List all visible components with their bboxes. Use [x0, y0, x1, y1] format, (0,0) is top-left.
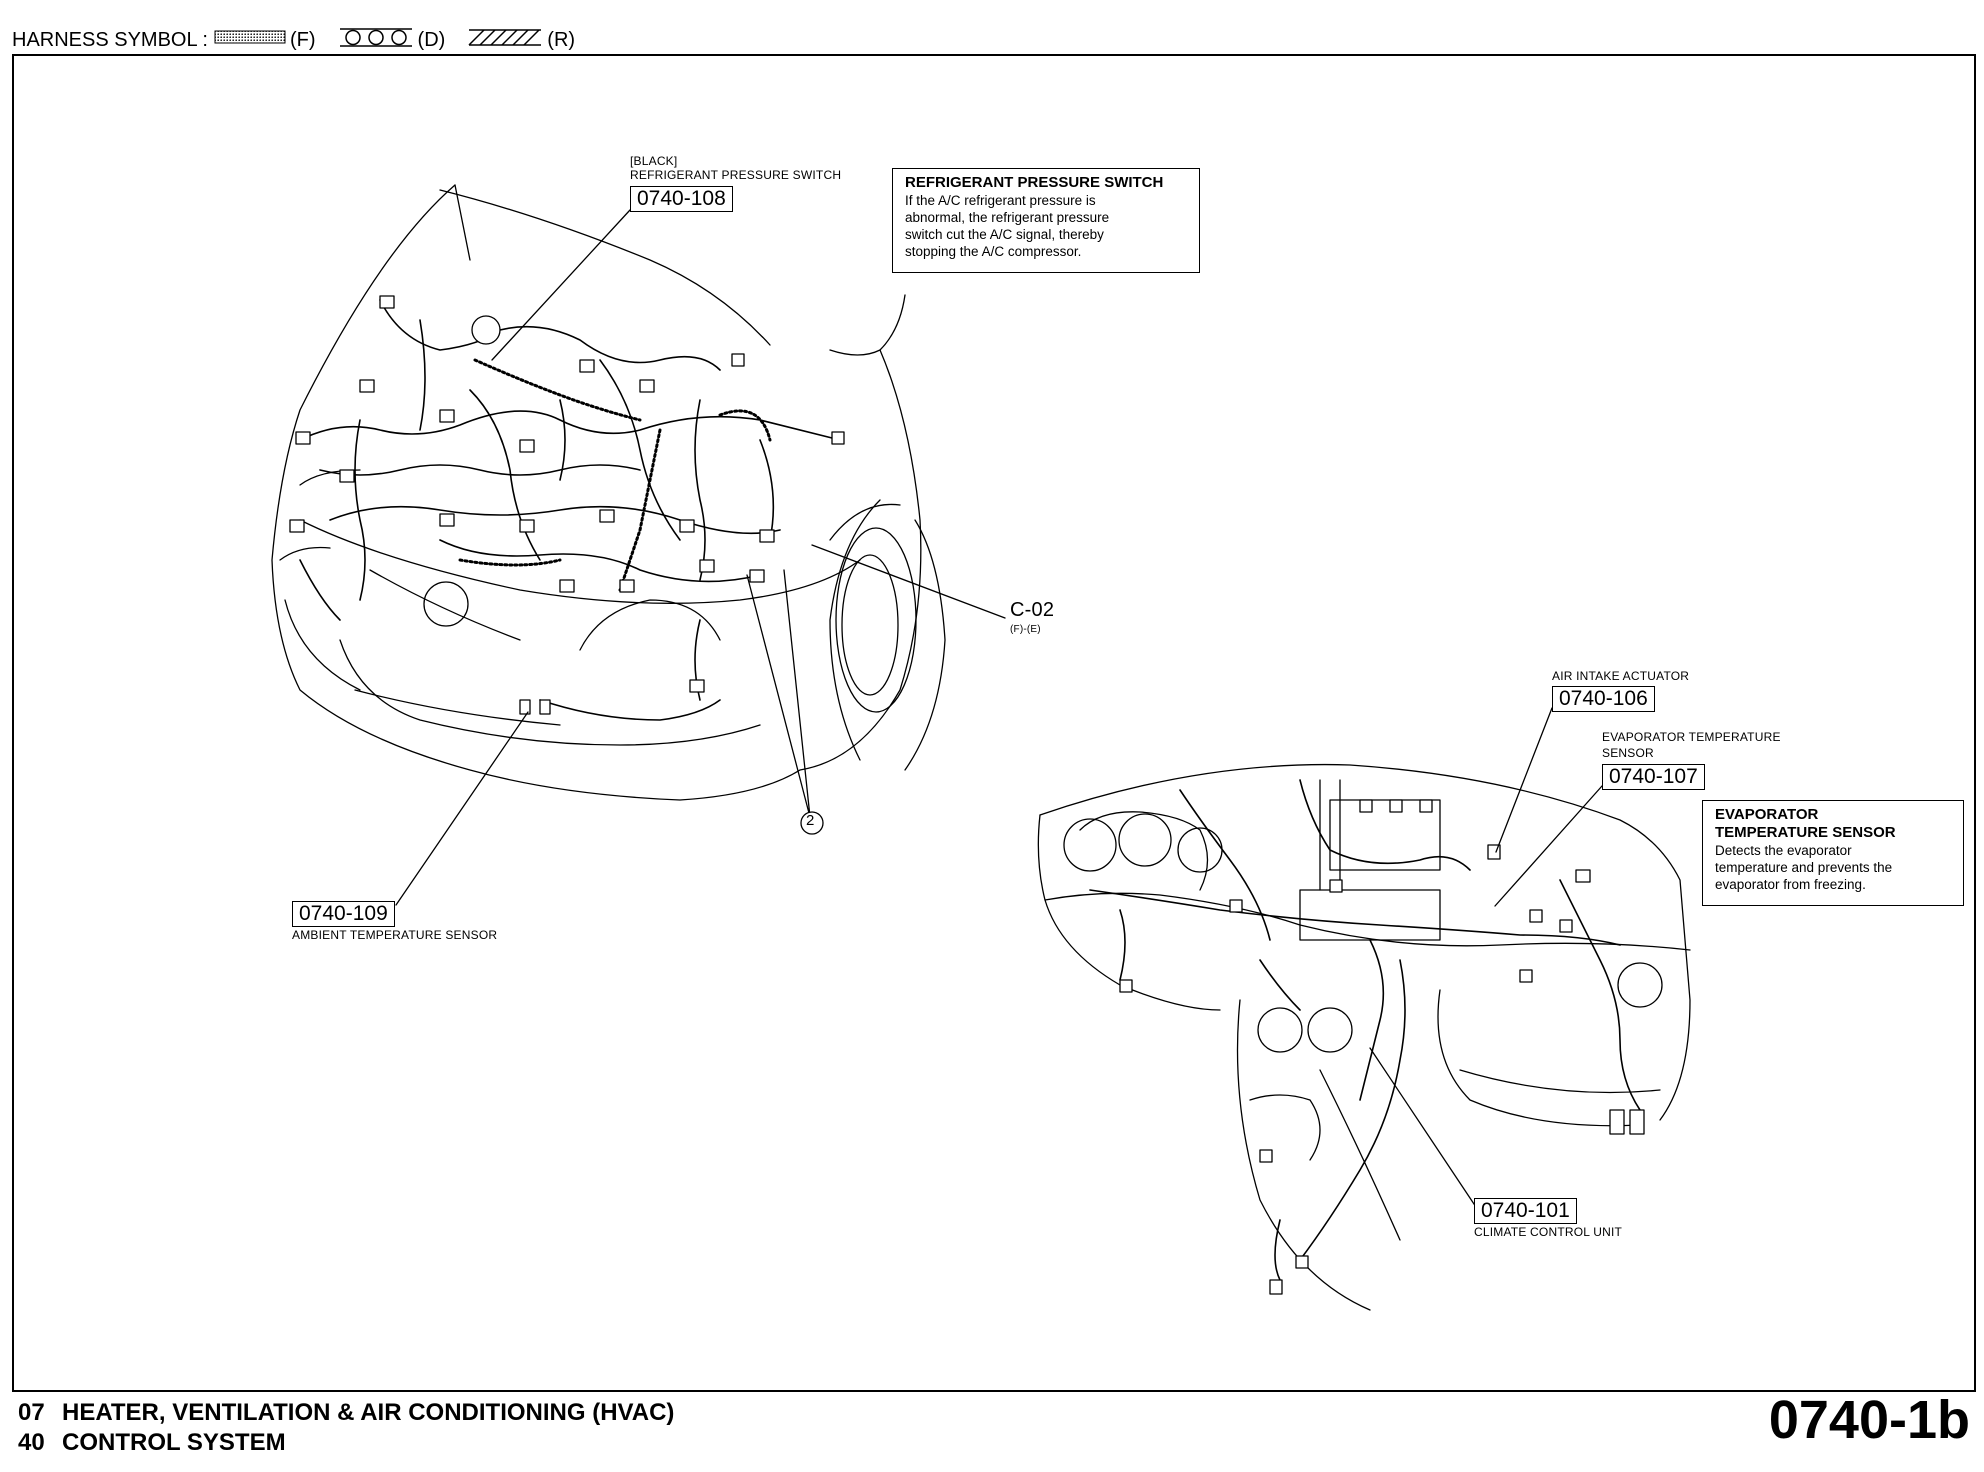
c107-name-line2: SENSOR — [1602, 746, 1654, 760]
connector-0740-106[interactable]: 0740-106 — [1552, 686, 1655, 712]
rps-description-line: stopping the A/C compressor. — [905, 244, 1082, 259]
ets-description-line: evaporator from freezing. — [1715, 877, 1866, 892]
ets-description-line: Detects the evaporator — [1715, 843, 1852, 858]
legend-label-d: (D) — [417, 28, 446, 51]
ets-description-box: EVAPORATOR TEMPERATURE SENSOR Detects th… — [1702, 800, 1964, 906]
section2-title: CONTROL SYSTEM — [62, 1429, 286, 1456]
section2-number: 40 — [18, 1429, 45, 1456]
rps-description-line: If the A/C refrigerant pressure is — [905, 193, 1096, 208]
c107-name-line1: EVAPORATOR TEMPERATURE — [1602, 730, 1781, 744]
ets-description-title-1: EVAPORATOR — [1715, 806, 1819, 823]
connector-0740-109[interactable]: 0740-109 — [292, 901, 395, 927]
c-02-sub: (F)-(E) — [1010, 624, 1041, 635]
circles-harness-icon — [338, 26, 414, 54]
connector-c-02[interactable]: C-02 — [1010, 599, 1055, 621]
connector-0740-107[interactable]: 0740-107 — [1602, 764, 1705, 790]
section1-number: 07 — [18, 1399, 45, 1426]
legend-label-r: (R) — [547, 28, 576, 51]
hatched-harness-icon — [467, 27, 543, 53]
c101-name: CLIMATE CONTROL UNIT — [1474, 1225, 1623, 1239]
legend-title: HARNESS SYMBOL : — [12, 28, 208, 51]
c106-name: AIR INTAKE ACTUATOR — [1552, 669, 1690, 683]
connector-0740-101[interactable]: 0740-101 — [1474, 1198, 1577, 1224]
ground-label: 2 — [806, 812, 815, 829]
c108-tag: [BLACK] — [630, 154, 678, 168]
c109-name: AMBIENT TEMPERATURE SENSOR — [292, 928, 498, 942]
section1-title: HEATER, VENTILATION & AIR CONDITIONING (… — [62, 1399, 675, 1426]
ets-description-line: temperature and prevents the — [1715, 860, 1893, 875]
legend-label-f: (F) — [289, 28, 316, 51]
connector-0740-108[interactable]: 0740-108 — [630, 186, 733, 212]
rps-description-line: abnormal, the refrigerant pressure — [905, 210, 1110, 225]
harness-symbol-legend: HARNESS SYMBOL : (F) (D) (R) — [12, 22, 591, 58]
rps-description-line: switch cut the A/C signal, thereby — [905, 227, 1104, 242]
c108-name: REFRIGERANT PRESSURE SWITCH — [630, 168, 842, 182]
section-heading: 07 HEATER, VENTILATION & AIR CONDITIONING… — [18, 1398, 674, 1458]
rps-description-box: REFRIGERANT PRESSURE SWITCH If the A/C r… — [892, 168, 1200, 273]
ets-description-title-2: TEMPERATURE SENSOR — [1715, 824, 1896, 841]
page-code: 0740-1b — [1768, 1390, 1970, 1450]
dotted-harness-icon — [214, 27, 286, 53]
diagram-frame — [12, 54, 1976, 1392]
rps-description-title: REFRIGERANT PRESSURE SWITCH — [905, 174, 1164, 191]
